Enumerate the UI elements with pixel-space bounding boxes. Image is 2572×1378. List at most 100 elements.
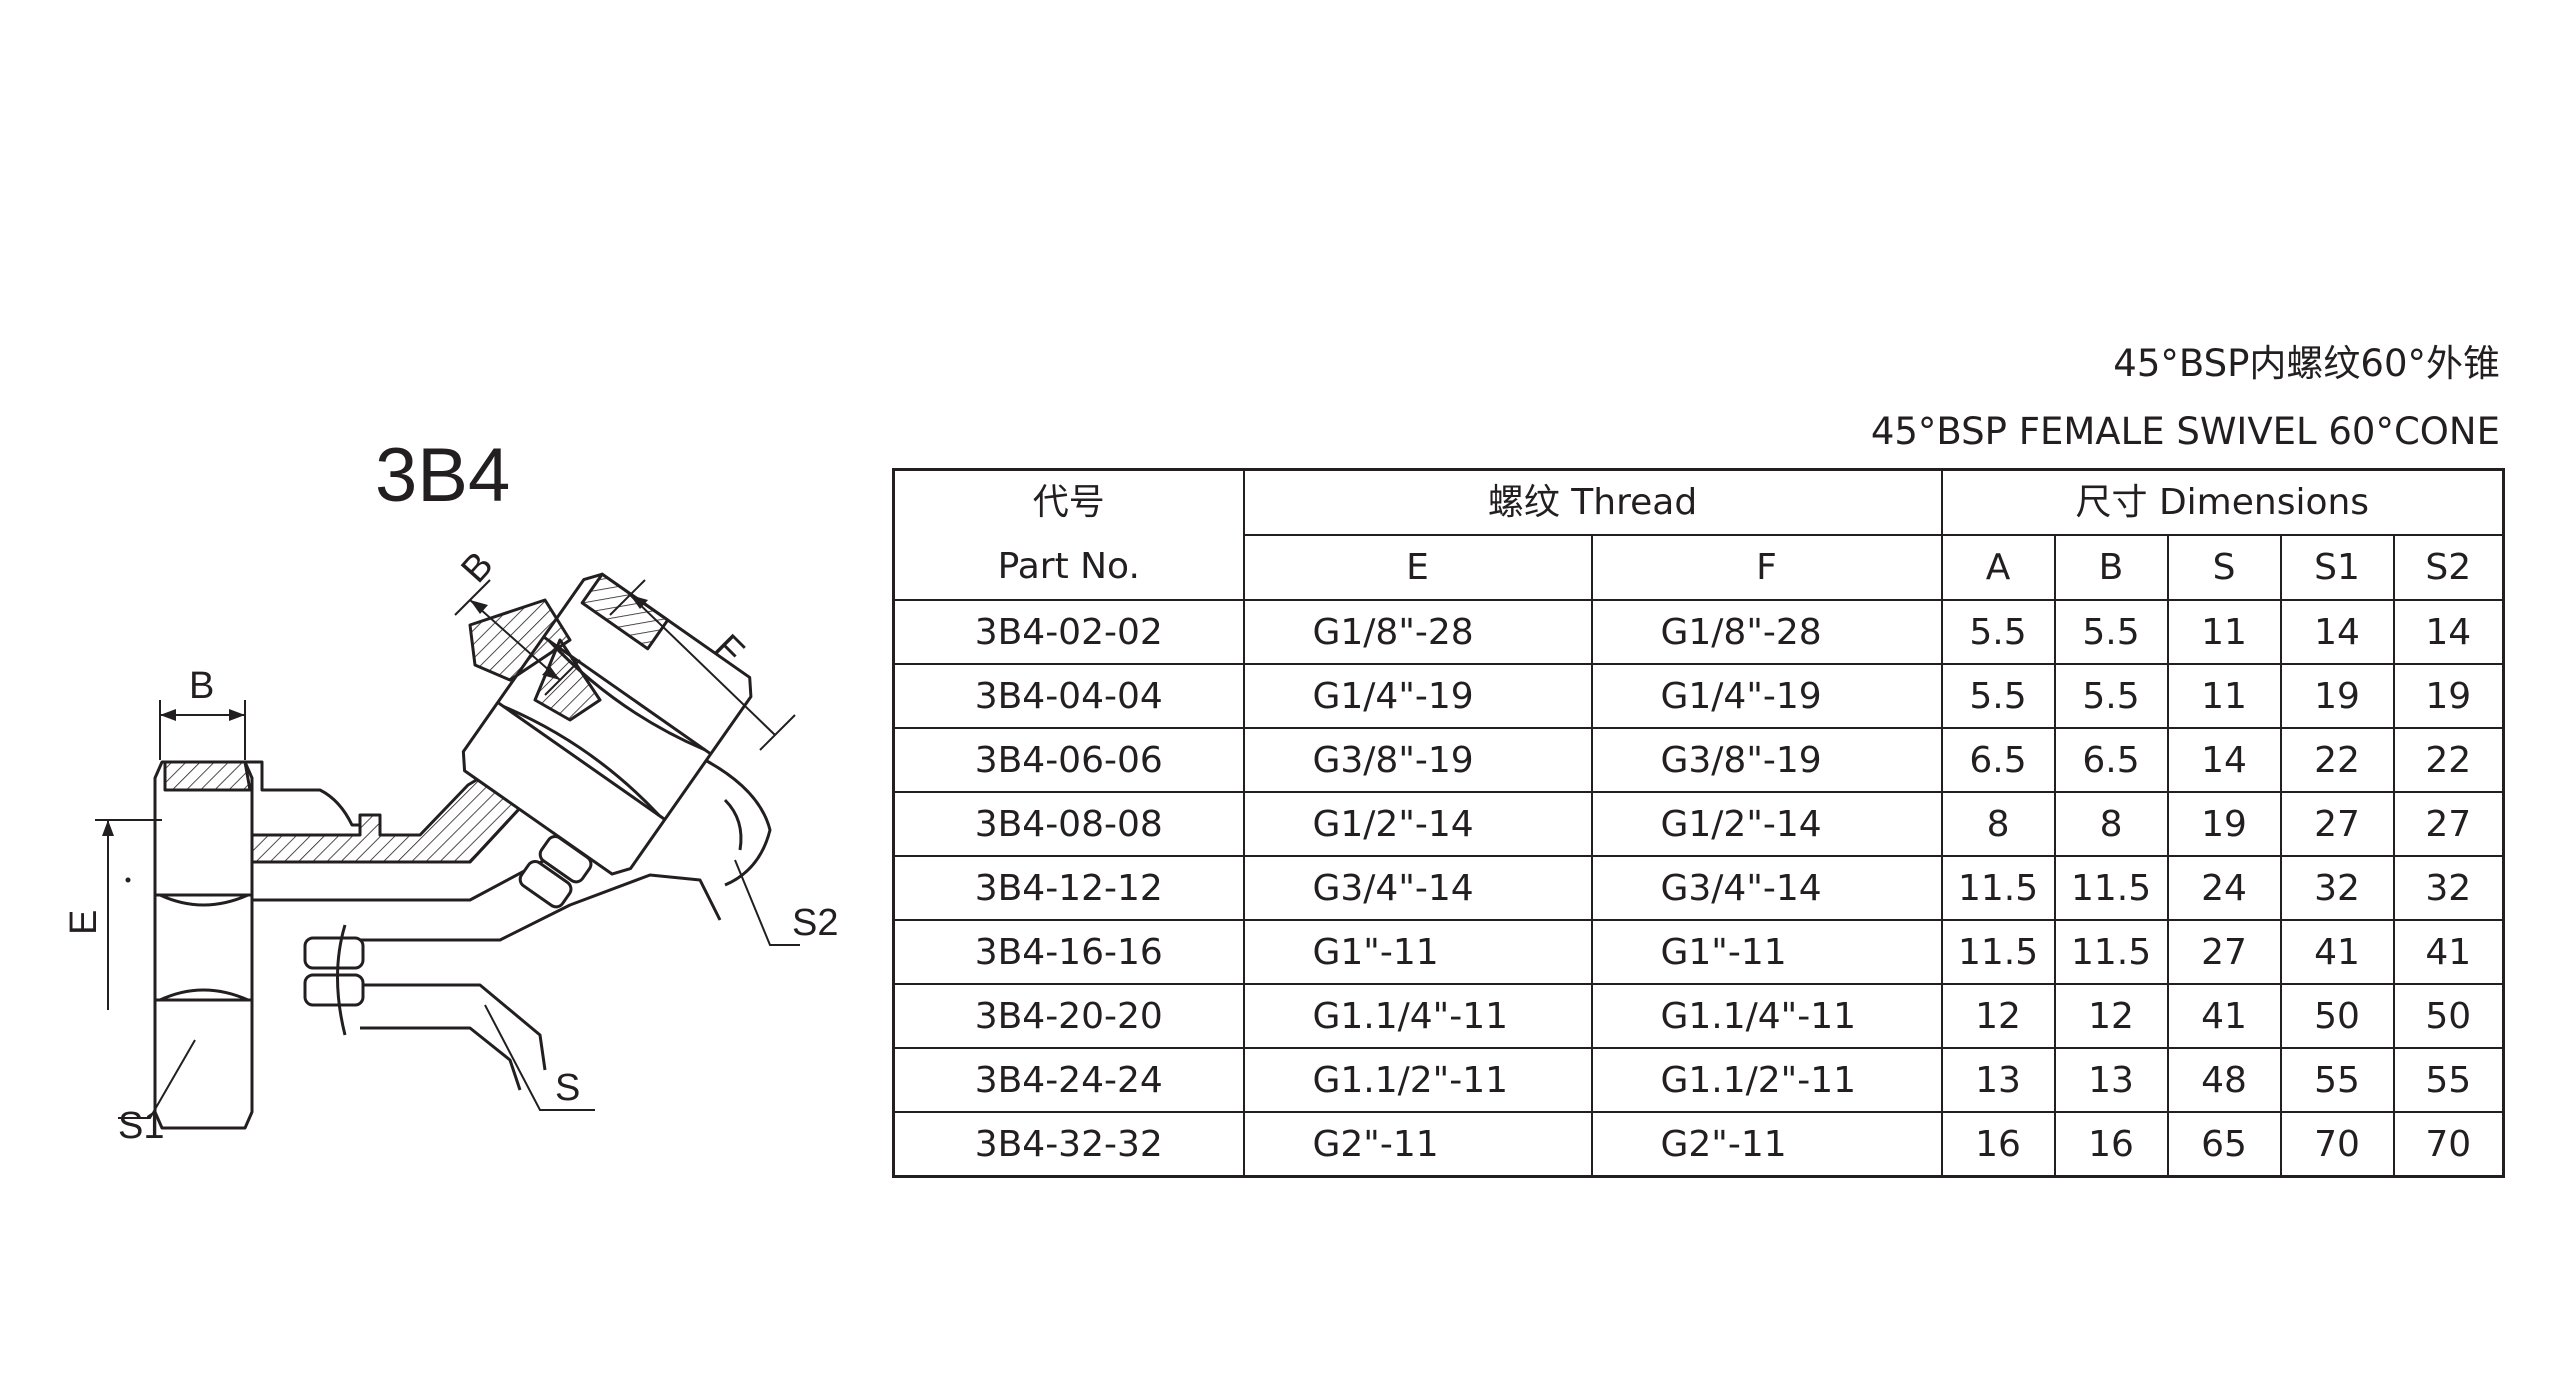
- cell-dim-a: 5.5: [1940, 663, 2056, 729]
- fitting-outline: [153, 572, 772, 1130]
- cell-dim-s: 11: [2166, 599, 2282, 665]
- cell-dim-s2: 14: [2392, 599, 2505, 665]
- cell-dim-a: 8: [1940, 791, 2056, 857]
- dimension-lines: [95, 579, 800, 1119]
- cell-thread-e: G2"-11: [1242, 1111, 1593, 1178]
- cell-thread-f: G1/8"-28: [1590, 599, 1943, 665]
- cell-dim-b: 8: [2053, 791, 2169, 857]
- dim-s-label: S: [555, 1067, 580, 1109]
- cell-dim-s2: 22: [2392, 727, 2505, 793]
- header-col-s1: S1: [2279, 534, 2395, 601]
- cell-dim-a: 6.5: [1940, 727, 2056, 793]
- cell-part-no: 3B4-24-24: [892, 1047, 1245, 1113]
- cell-thread-e: G1/8"-28: [1242, 599, 1593, 665]
- header-thread: 螺纹 Thread: [1242, 468, 1943, 536]
- table-header-row-2: E F A B S S1 S2: [894, 534, 2505, 601]
- cell-thread-e: G1/2"-14: [1242, 791, 1593, 857]
- cell-dim-b: 5.5: [2053, 663, 2169, 729]
- table-row: 3B4-32-32 G2"-11 G2"-11 16 16 65 70 70: [892, 1111, 2505, 1178]
- cell-dim-s: 19: [2166, 791, 2282, 857]
- header-col-s2: S2: [2392, 534, 2505, 601]
- cell-dim-s: 14: [2166, 727, 2282, 793]
- header-part-no: 代号 Part No.: [892, 468, 1245, 601]
- cell-dim-s2: 50: [2392, 983, 2505, 1049]
- dim-b-top-label: B: [453, 544, 501, 591]
- header-col-f: F: [1590, 534, 1943, 601]
- cell-thread-f: G2"-11: [1590, 1111, 1943, 1178]
- cell-dim-s1: 50: [2279, 983, 2395, 1049]
- cell-dim-s: 27: [2166, 919, 2282, 985]
- cell-dim-s1: 27: [2279, 791, 2395, 857]
- cell-dim-s2: 41: [2392, 919, 2505, 985]
- cell-thread-f: G1.1/2"-11: [1590, 1047, 1943, 1113]
- cell-dim-a: 13: [1940, 1047, 2056, 1113]
- cell-thread-e: G1.1/4"-11: [1242, 983, 1593, 1049]
- cell-dim-a: 11.5: [1940, 919, 2056, 985]
- table-row: 3B4-16-16 G1"-11 G1"-11 11.5 11.5 27 41 …: [892, 919, 2505, 985]
- fitting-drawing: B B F E S1 S S2: [63, 544, 838, 1147]
- table-row: 3B4-08-08 G1/2"-14 G1/2"-14 8 8 19 27 27: [892, 791, 2505, 857]
- cell-dim-s1: 55: [2279, 1047, 2395, 1113]
- cell-thread-e: G1/4"-19: [1242, 663, 1593, 729]
- table-row: 3B4-12-12 G3/4"-14 G3/4"-14 11.5 11.5 24…: [892, 855, 2505, 921]
- cell-dim-b: 13: [2053, 1047, 2169, 1113]
- cell-dim-s1: 32: [2279, 855, 2395, 921]
- cell-thread-f: G1/2"-14: [1590, 791, 1943, 857]
- cell-thread-e: G3/4"-14: [1242, 855, 1593, 921]
- cell-dim-s2: 70: [2392, 1111, 2505, 1178]
- header-col-s: S: [2166, 534, 2282, 601]
- cell-dim-s: 48: [2166, 1047, 2282, 1113]
- cell-dim-s: 24: [2166, 855, 2282, 921]
- cell-dim-s: 41: [2166, 983, 2282, 1049]
- cell-dim-b: 11.5: [2053, 919, 2169, 985]
- cell-thread-f: G3/8"-19: [1590, 727, 1943, 793]
- header-col-a: A: [1940, 534, 2056, 601]
- cell-dim-s2: 32: [2392, 855, 2505, 921]
- header-col-b: B: [2053, 534, 2169, 601]
- cell-thread-e: G1.1/2"-11: [1242, 1047, 1593, 1113]
- cell-dim-a: 16: [1940, 1111, 2056, 1178]
- header-col-e: E: [1242, 534, 1593, 601]
- cell-dim-s2: 27: [2392, 791, 2505, 857]
- cell-part-no: 3B4-32-32: [892, 1111, 1245, 1178]
- cell-dim-a: 12: [1940, 983, 2056, 1049]
- dim-b-left-label: B: [189, 665, 214, 707]
- cell-part-no: 3B4-20-20: [892, 983, 1245, 1049]
- cell-part-no: 3B4-08-08: [892, 791, 1245, 857]
- header-dimensions: 尺寸 Dimensions: [1940, 468, 2505, 536]
- cell-dim-a: 11.5: [1940, 855, 2056, 921]
- cell-part-no: 3B4-04-04: [892, 663, 1245, 729]
- cell-dim-s1: 14: [2279, 599, 2395, 665]
- cell-dim-b: 11.5: [2053, 855, 2169, 921]
- cell-dim-s: 11: [2166, 663, 2282, 729]
- cell-dim-b: 16: [2053, 1111, 2169, 1178]
- cell-part-no: 3B4-16-16: [892, 919, 1245, 985]
- cell-dim-s2: 55: [2392, 1047, 2505, 1113]
- cell-thread-f: G1/4"-19: [1590, 663, 1943, 729]
- cell-part-no: 3B4-12-12: [892, 855, 1245, 921]
- spec-table: 代号 Part No. 螺纹 Thread 尺寸 Dimensions E F …: [892, 468, 2506, 1178]
- cell-thread-e: G1"-11: [1242, 919, 1593, 985]
- table-row: 3B4-24-24 G1.1/2"-11 G1.1/2"-11 13 13 48…: [892, 1047, 2505, 1113]
- cell-dim-a: 5.5: [1940, 599, 2056, 665]
- cell-part-no: 3B4-02-02: [892, 599, 1245, 665]
- cell-dim-s1: 22: [2279, 727, 2395, 793]
- table-row: 3B4-02-02 G1/8"-28 G1/8"-28 5.5 5.5 11 1…: [892, 599, 2505, 665]
- header-part-no-cn: 代号: [1032, 482, 1105, 523]
- cell-dim-s: 65: [2166, 1111, 2282, 1178]
- cell-dim-b: 6.5: [2053, 727, 2169, 793]
- cell-dim-b: 12: [2053, 983, 2169, 1049]
- title-chinese: 45°BSP内螺纹60°外锥: [2113, 342, 2500, 385]
- part-code: 3B4: [375, 433, 511, 518]
- cell-dim-s1: 41: [2279, 919, 2395, 985]
- table-header-row-1: 代号 Part No. 螺纹 Thread 尺寸 Dimensions: [892, 468, 2505, 601]
- table-row: 3B4-06-06 G3/8"-19 G3/8"-19 6.5 6.5 14 2…: [892, 727, 2505, 793]
- dim-e-label: E: [63, 910, 105, 935]
- cell-thread-f: G1.1/4"-11: [1590, 983, 1943, 1049]
- table-row: 3B4-20-20 G1.1/4"-11 G1.1/4"-11 12 12 41…: [892, 983, 2505, 1049]
- cell-dim-s1: 70: [2279, 1111, 2395, 1178]
- cell-dim-s2: 19: [2392, 663, 2505, 729]
- cell-dim-s1: 19: [2279, 663, 2395, 729]
- table-row: 3B4-04-04 G1/4"-19 G1/4"-19 5.5 5.5 11 1…: [892, 663, 2505, 729]
- dim-s2-label: S2: [792, 902, 838, 944]
